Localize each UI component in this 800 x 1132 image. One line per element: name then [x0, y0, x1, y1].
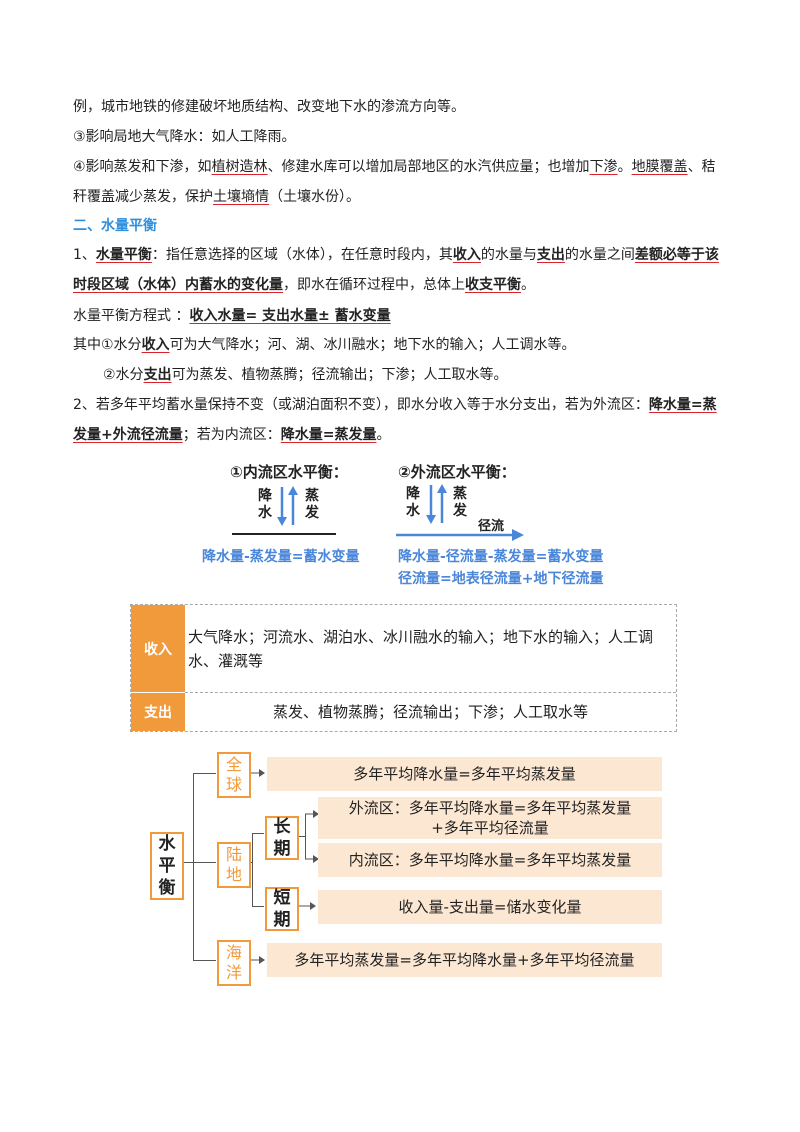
definition-line-3: 2、若多年平均蓄水量保持不变（或湖泊面积不变），即水分收入等于水分支出，若为外流… — [73, 397, 717, 413]
ocean-box: 海洋 — [217, 940, 251, 986]
paragraph-precipitation: ③影响局地大气降水：如人工降雨。 — [73, 129, 296, 145]
section-heading: 二、水量平衡 — [73, 218, 157, 234]
tree-trunk-line — [193, 773, 194, 960]
paragraph-subway: 例，城市地铁的修建破坏地质结构、改变地下水的渗流方向等。 — [73, 99, 465, 115]
external-equation-2: 径流量=地表径流量+地下径流量 — [398, 571, 604, 587]
arrow-internal-icon — [305, 855, 319, 863]
internal-equation-box: 内流区：多年平均降水量=多年平均蒸发量 — [318, 843, 662, 877]
expense-header: 支出 — [131, 693, 185, 731]
balance-equation: 水量平衡方程式 ：收入水量= 支出水量± 蓄水变量 — [73, 308, 391, 324]
internal-basin-title: ①内流区水平衡： — [230, 463, 348, 481]
external-equation-box: 外流区：多年平均降水量=多年平均蒸发量+多年平均径流量 — [318, 797, 662, 839]
definition-line-2: 时段区域（水体）内蓄水的变化量，即水在循环过程中，总体上收支平衡。 — [73, 277, 535, 293]
tree-root-link — [180, 862, 194, 863]
evap-label-left: 蒸发 — [305, 488, 319, 521]
precip-label-left: 降水 — [258, 488, 272, 521]
definition-line-4: 发量+外流径流量；若为内流区：降水量=蒸发量。 — [73, 427, 391, 443]
definition-line-1: 1、水量平衡：指任意选择的区域（水体），在任意时段内，其收入的水量与支出的水量之… — [73, 247, 719, 263]
tree-branch-short — [252, 906, 264, 907]
short-equation-box: 收入量-支出量=储水变化量 — [318, 890, 662, 924]
tree-branch-global — [193, 773, 216, 774]
precip-label-right: 降水 — [406, 486, 420, 519]
runoff-arrow-icon — [396, 529, 524, 541]
ocean-equation-box: 多年平均蒸发量=多年平均降水量+多年平均径流量 — [267, 943, 662, 977]
short-term-box: 短期 — [265, 887, 299, 931]
income-header: 收入 — [131, 605, 185, 692]
precip-arrow-left-icon — [277, 486, 298, 526]
tree-branch-land — [193, 862, 216, 863]
evap-label-right: 蒸发 — [453, 486, 467, 519]
ground-line-left — [232, 533, 336, 535]
global-equation-box: 多年平均降水量=多年平均蒸发量 — [267, 757, 662, 791]
tree-branch-ocean — [193, 960, 216, 961]
global-box: 全球 — [217, 752, 251, 798]
tree-long-link — [298, 836, 306, 837]
arrow-external-icon — [305, 810, 319, 818]
tree-branch-long — [252, 833, 264, 834]
income-cell: 大气降水；河流水、湖泊水、冰川融水的输入；地下水的输入；人工调水、灌溉等 — [188, 628, 654, 670]
income-line: 其中①水分收入可为大气降水；河、湖、冰川融水；地下水的输入；人工调水等。 — [73, 337, 576, 353]
external-basin-title: ②外流区水平衡： — [398, 463, 516, 481]
long-term-box: 长期 — [265, 816, 299, 860]
paragraph-evaporation: ④影响蒸发和下渗，如植树造林、修建水库可以增加局部地区的水汽供应量；也增加下渗。… — [73, 159, 716, 175]
expense-cell: 蒸发、植物蒸腾；径流输出；下渗；人工取水等 — [272, 703, 588, 721]
root-box: 水平衡 — [150, 832, 184, 900]
table-divider — [185, 692, 676, 693]
runoff-label: 径流 — [478, 519, 505, 534]
arrow-short-icon — [298, 902, 316, 910]
precip-arrow-right-icon — [426, 484, 447, 524]
income-expense-table: 收入 大气降水；河流水、湖泊水、冰川融水的输入；地下水的输入；人工调水、灌溉等 … — [130, 604, 677, 732]
tree-land-trunk — [252, 833, 253, 906]
internal-equation: 降水量-蒸发量=蓄水变量 — [202, 549, 360, 565]
land-box: 陆地 — [217, 842, 251, 888]
expense-line: ②水分支出可为蒸发、植物蒸腾；径流输出；下渗；人工取水等。 — [103, 367, 508, 383]
paragraph-straw: 秆覆盖减少蒸发，保护土壤墒情（土壤水份）。 — [73, 189, 360, 205]
external-equation-1: 降水量-径流量-蒸发量=蓄水变量 — [398, 549, 604, 565]
